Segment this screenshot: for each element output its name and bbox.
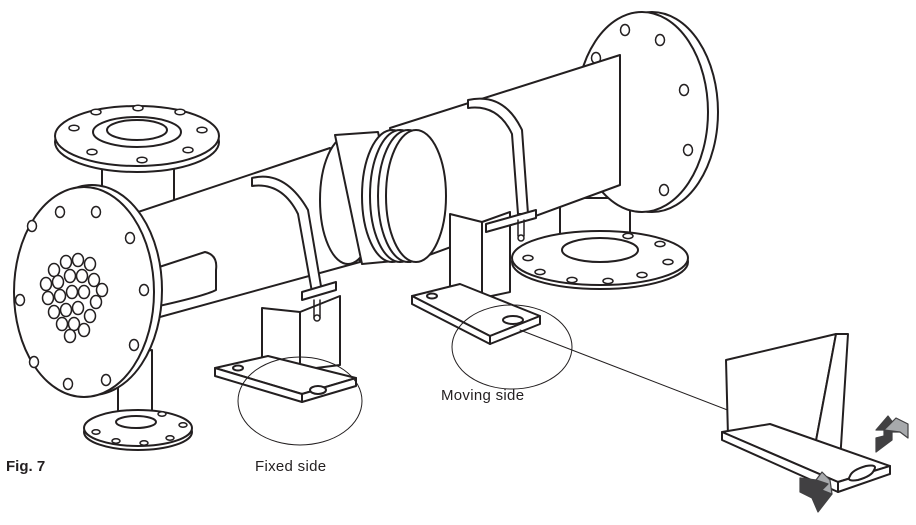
movement-arrow-up	[875, 415, 909, 453]
left-upper-nozzle	[54, 104, 220, 240]
moving-saddle-support	[411, 97, 541, 345]
fixed-anchor-bolt-hole	[309, 385, 327, 395]
moving-side-detail-circle	[451, 304, 573, 390]
expansion-joint	[319, 129, 447, 265]
figure-number: Fig. 7	[6, 458, 46, 475]
front-tube-sheet-flange	[13, 184, 163, 398]
moving-side-label: Moving side	[441, 387, 525, 404]
fixed-side-label: Fixed side	[255, 458, 327, 475]
fixed-saddle-support	[214, 175, 357, 403]
fixed-side-detail-circle	[237, 356, 363, 446]
right-lower-nozzle	[511, 197, 689, 290]
movement-arrow-down	[799, 471, 833, 513]
tube-bundle	[39, 252, 109, 344]
left-lower-nozzle	[83, 349, 193, 451]
moving-slotted-hole	[502, 315, 524, 325]
moving-support-detail	[721, 333, 891, 493]
detail-slotted-hole	[848, 464, 876, 482]
